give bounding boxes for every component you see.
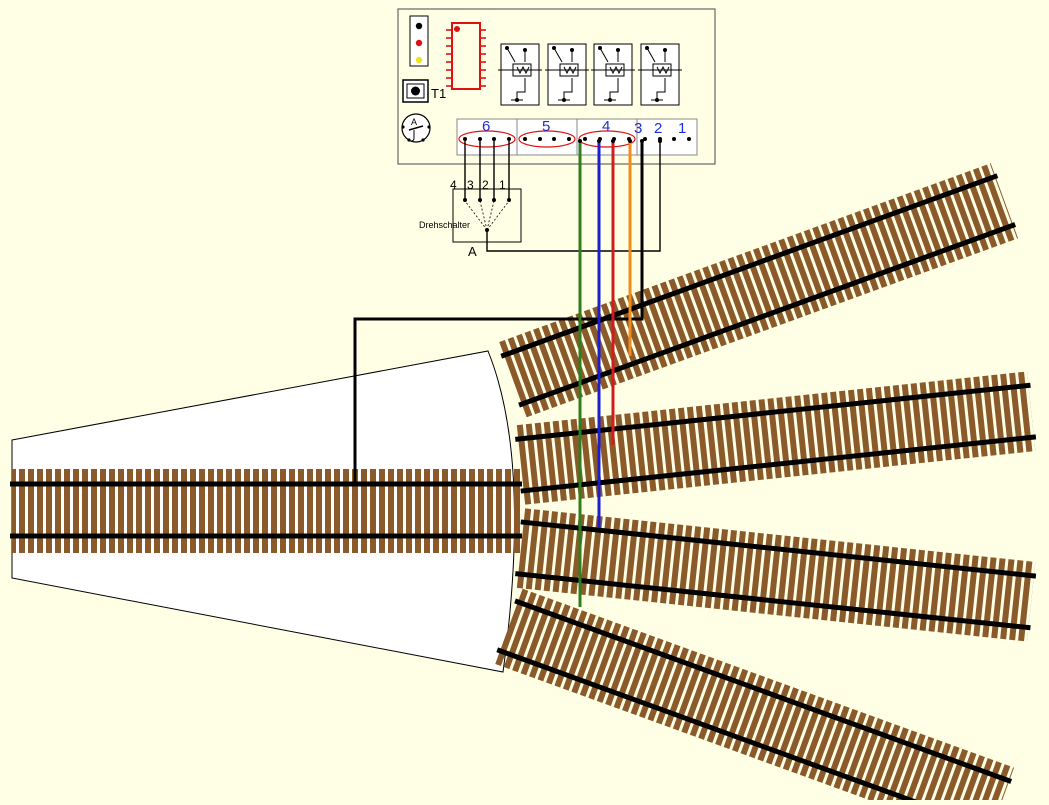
switch-contact-2: 2 — [482, 178, 489, 192]
transformer-label: T1 — [431, 86, 446, 101]
rotary-switch-label: Drehschalter — [419, 220, 470, 230]
colored-wiring — [578, 141, 632, 607]
exit-track-2 — [515, 371, 1037, 505]
terminal-label-5: 5 — [542, 118, 550, 135]
fuse-label: A — [411, 117, 417, 127]
led-black — [415, 22, 423, 30]
terminal-label-3: 3 — [634, 120, 642, 137]
led-indicator-strip — [409, 15, 429, 67]
terminal-label-6: 6 — [482, 118, 490, 135]
terminal-label-4: 4 — [602, 118, 610, 135]
relay-4 — [638, 43, 682, 106]
relay-group — [498, 43, 682, 106]
switch-contact-3: 3 — [467, 178, 474, 192]
exit-track-3 — [515, 508, 1037, 642]
led-red — [415, 39, 423, 47]
black-wiring — [353, 141, 661, 486]
rotary-switch-caption: A — [468, 244, 477, 259]
fuse-symbol: A — [401, 113, 431, 143]
relay-1 — [498, 43, 542, 106]
terminal-strip: 6 5 4 3 2 1 — [456, 118, 698, 156]
transformer-t1: T1 — [402, 79, 446, 103]
turntable-bridge-track — [10, 469, 522, 553]
relay-2 — [545, 43, 589, 106]
led-yellow — [415, 56, 423, 64]
exit-track-1 — [498, 163, 1019, 418]
control-board: T1 A 6 — [397, 8, 716, 165]
switch-contact-4: 4 — [450, 178, 457, 192]
switch-contact-1: 1 — [499, 178, 506, 192]
relay-3 — [591, 43, 635, 106]
ic-chip — [446, 22, 486, 90]
terminal-label-1: 1 — [678, 120, 686, 137]
terminal-label-2: 2 — [654, 120, 662, 137]
